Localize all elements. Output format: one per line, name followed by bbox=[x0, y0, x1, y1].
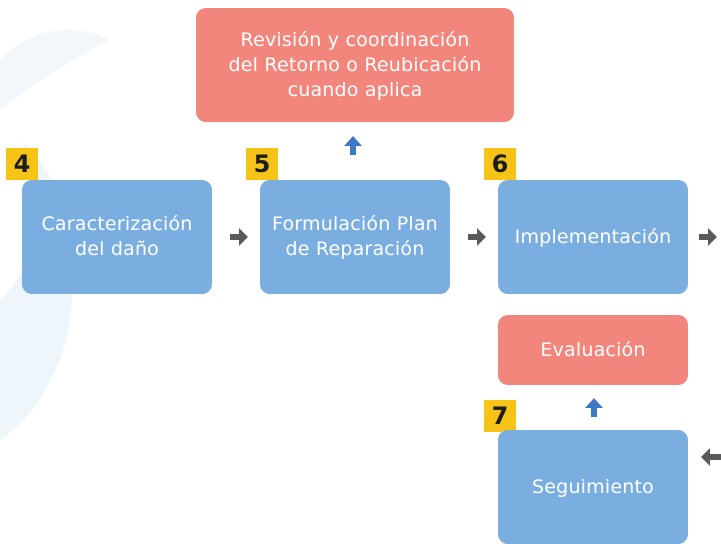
return-relocation-review-label: Revisión y coordinación del Retorno o Re… bbox=[228, 28, 482, 101]
step-box-damage-characterization: Caracterización del daño bbox=[22, 180, 212, 294]
evaluation-label: Evaluación bbox=[540, 338, 646, 361]
arrow-right-icon bbox=[699, 228, 717, 246]
step-label: Seguimiento bbox=[532, 475, 654, 498]
step-number-badge: 6 bbox=[484, 148, 516, 180]
step-number-badge: 7 bbox=[484, 400, 516, 432]
step-box-implementation: Implementación bbox=[498, 180, 688, 294]
arrow-left-icon bbox=[701, 448, 721, 466]
arrow-up-icon bbox=[585, 398, 603, 417]
step-label: Caracterización del daño bbox=[41, 213, 193, 260]
return-relocation-review-box: Revisión y coordinación del Retorno o Re… bbox=[196, 8, 514, 122]
step-box-follow-up: Seguimiento bbox=[498, 430, 688, 544]
step-label: Formulación Plan de Reparación bbox=[272, 213, 438, 260]
step-number-badge: 4 bbox=[6, 148, 38, 180]
arrow-right-icon bbox=[468, 228, 486, 246]
arrow-up-icon bbox=[344, 136, 362, 155]
arrow-right-icon bbox=[230, 228, 248, 246]
evaluation-box: Evaluación bbox=[498, 315, 688, 385]
step-box-reparation-plan: Formulación Plan de Reparación bbox=[260, 180, 450, 294]
step-number-badge: 5 bbox=[246, 148, 278, 180]
step-label: Implementación bbox=[514, 225, 672, 248]
